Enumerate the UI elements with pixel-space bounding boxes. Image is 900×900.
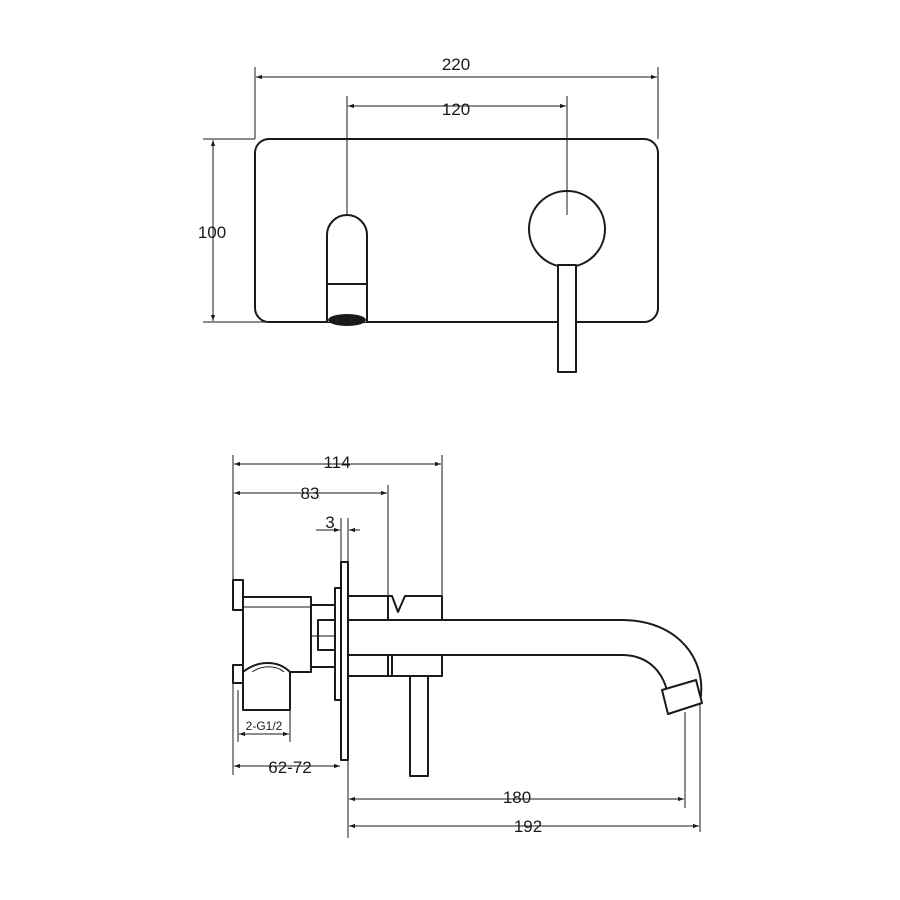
dim-spout-reach: 180: [347, 712, 686, 838]
dim-label-plate-height: 100: [198, 223, 226, 242]
dim-label-inlets: 2-G1/2: [246, 719, 283, 733]
dim-label-depth-total: 114: [323, 453, 350, 472]
dim-label-spout-reach: 180: [503, 788, 531, 807]
dim-overall-reach: 192: [349, 704, 701, 836]
front-view: 220 120 100: [198, 55, 659, 373]
aerator: [328, 314, 366, 326]
dim-label-depth-to-plate: 83: [301, 484, 320, 503]
dim-plate-thickness: 3: [316, 513, 360, 562]
wall-plate-side: [334, 561, 349, 761]
spout-side: [347, 619, 703, 715]
mixer-handle-front: [528, 190, 606, 373]
spout-front: [326, 214, 368, 326]
dim-label-spout-to-handle: 120: [442, 100, 470, 119]
dim-label-overall-width: 220: [442, 55, 470, 74]
valve-body: [232, 579, 341, 711]
dim-inlets: 2-G1/2: [237, 690, 291, 742]
wall-plate: [254, 138, 659, 323]
dim-overall-width: 220: [254, 55, 659, 139]
dim-depth-total: 114: [232, 453, 443, 596]
dim-plate-height: 100: [198, 138, 327, 323]
dim-label-overall-reach: 192: [514, 817, 542, 836]
dim-wall-range: 62-72: [232, 683, 340, 777]
side-view: 114 83 3 2-G1/2 62-72: [232, 453, 703, 838]
dim-label-plate-thickness: 3: [325, 513, 334, 532]
dim-spout-to-handle: 120: [346, 96, 568, 215]
dim-depth-to-plate: 83: [234, 484, 389, 596]
dim-label-wall-range: 62-72: [268, 758, 311, 777]
